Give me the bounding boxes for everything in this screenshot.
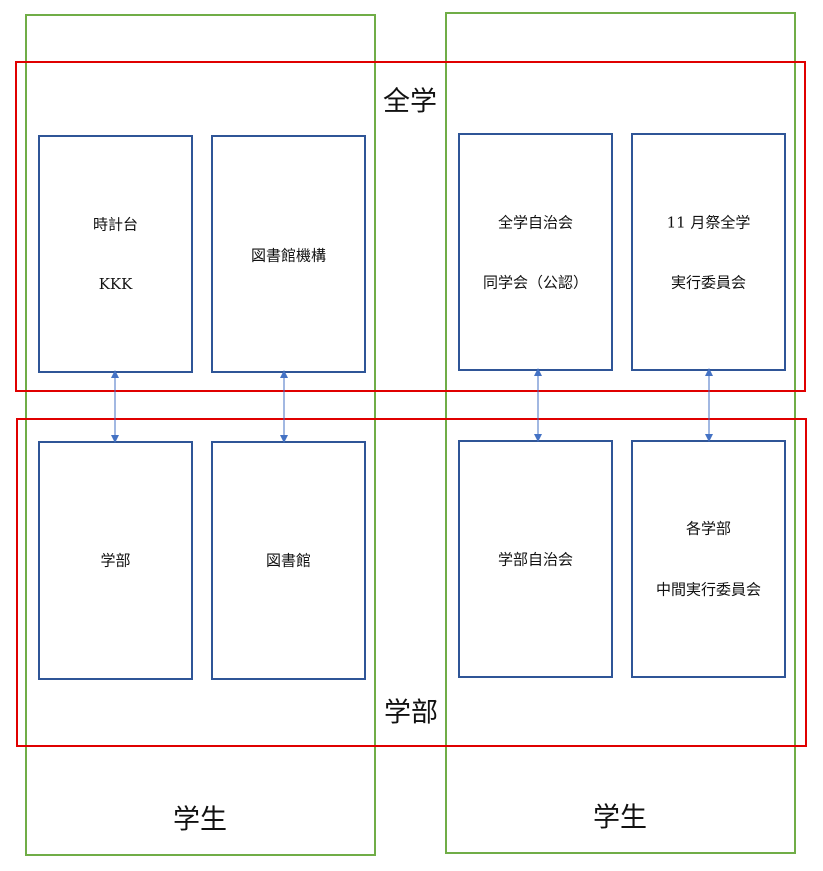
box-text: 時計台 bbox=[92, 215, 138, 234]
box-text: 学部自治会 bbox=[497, 550, 573, 569]
box-text: KKK bbox=[98, 275, 133, 293]
level-group-zengaku bbox=[15, 61, 806, 392]
box-student-union: 全学自治会 同学会（公認） bbox=[458, 133, 613, 371]
box-text: 中間実行委員会 bbox=[655, 580, 761, 599]
student-label-right: 学生 bbox=[593, 802, 647, 834]
level-group-gakubu bbox=[16, 418, 807, 747]
box-text: 全学自治会 bbox=[497, 213, 573, 232]
student-group-left bbox=[25, 14, 376, 856]
box-text: 11 月祭全学 bbox=[666, 213, 751, 232]
box-text: 図書館 bbox=[265, 551, 311, 570]
box-library: 図書館 bbox=[211, 441, 366, 680]
box-faculty-committee: 各学部 中間実行委員会 bbox=[631, 440, 786, 678]
box-text: 図書館機構 bbox=[250, 246, 326, 265]
box-text: 実行委員会 bbox=[670, 273, 746, 292]
box-text: 同学会（公認） bbox=[482, 273, 588, 292]
level-label-top: 全学 bbox=[383, 86, 437, 118]
box-text: 各学部 bbox=[685, 519, 731, 538]
box-text: 学部 bbox=[100, 551, 131, 570]
student-group-right bbox=[445, 12, 796, 854]
level-label-bottom: 学部 bbox=[384, 697, 438, 729]
student-label-left: 学生 bbox=[173, 804, 227, 836]
box-library-org: 図書館機構 bbox=[211, 135, 366, 373]
